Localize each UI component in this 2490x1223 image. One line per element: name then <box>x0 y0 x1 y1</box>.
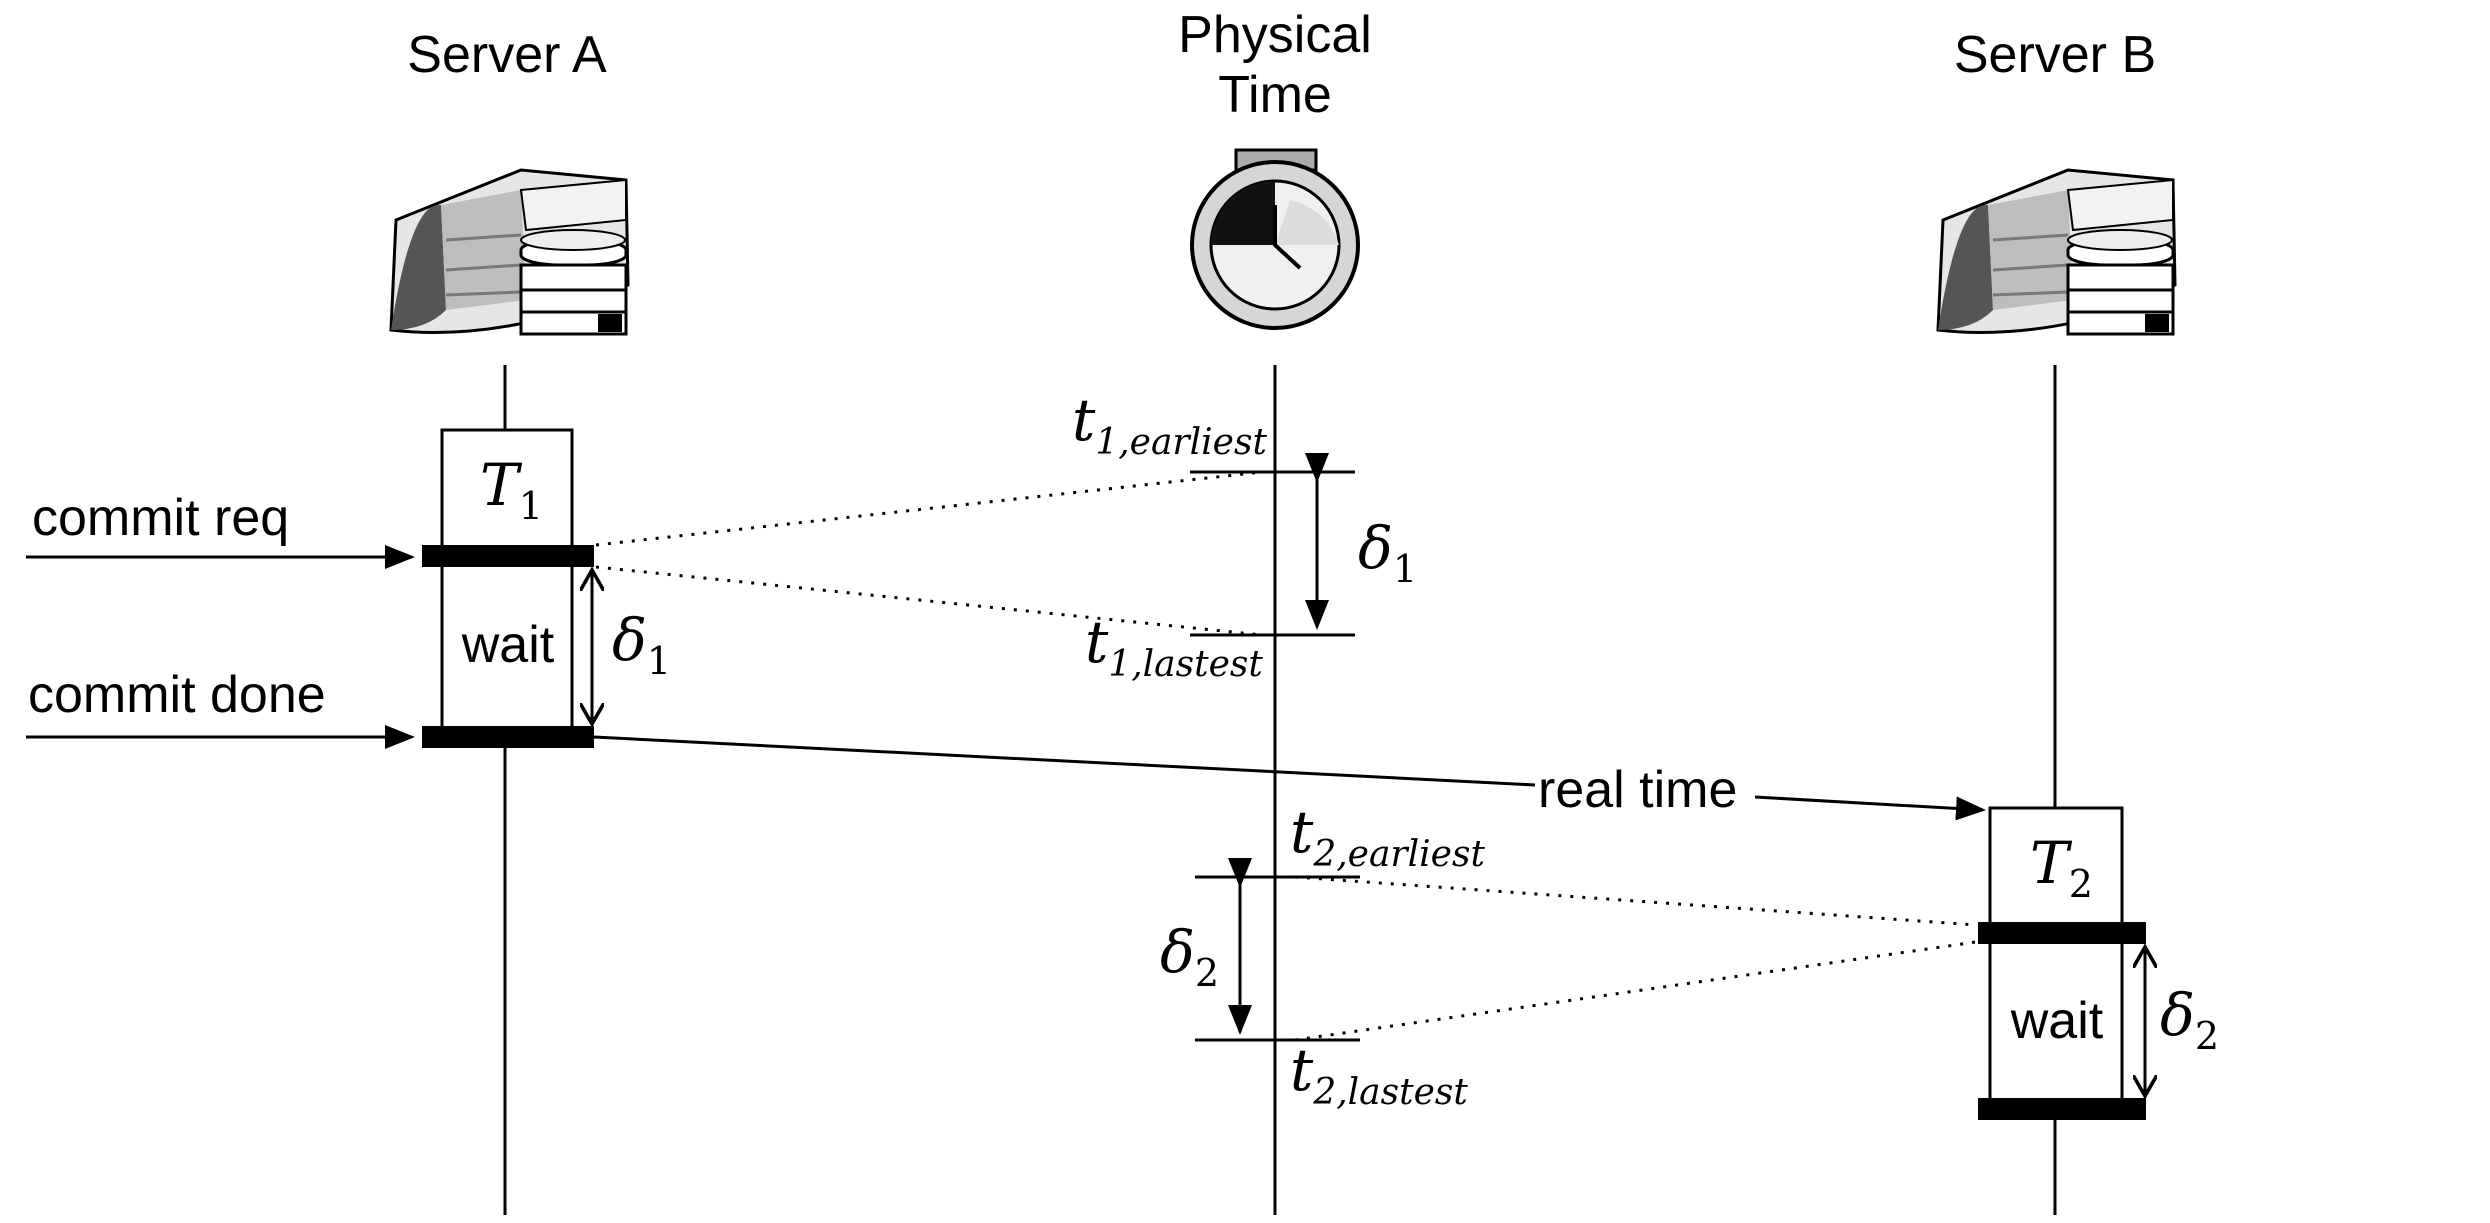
server-a-transaction-box <box>440 428 574 737</box>
commit-req-label: commit req <box>32 489 289 547</box>
t2-latest-dotted <box>1294 940 1977 1042</box>
database-server-icon <box>389 168 630 336</box>
t1-earliest-label: t1,earliest <box>1072 386 1267 463</box>
real-time-arrow-seg2 <box>1754 795 1986 821</box>
physical-time-label-line1: Physical <box>1178 6 1372 64</box>
commit-done-label: commit done <box>28 666 326 724</box>
server-a-done-bar <box>422 726 594 748</box>
t2-earliest-dotted <box>1294 875 1977 927</box>
t2-earliest-label: t2,earliest <box>1290 798 1485 875</box>
server-b-transaction-box <box>1988 806 2124 1110</box>
server-b-delta-label: δ2 <box>2160 981 2219 1058</box>
t1-latest-dotted <box>595 565 1263 637</box>
t1-earliest-dotted <box>595 470 1263 547</box>
t1-latest-label: t1,lastest <box>1085 608 1263 685</box>
server-b-wait-label: wait <box>2010 992 2104 1050</box>
server-a-commit-bar <box>422 545 594 567</box>
server-a-label: Server A <box>407 26 607 84</box>
real-time-label: real time <box>1538 761 1737 819</box>
server-b-label: Server B <box>1954 26 2156 84</box>
server-b-transaction-label: T2 <box>2030 829 2093 906</box>
server-a-transaction-label: T1 <box>480 451 543 528</box>
server-b-commit-bar <box>1978 922 2146 944</box>
server-b-done-bar <box>1978 1098 2146 1120</box>
database-server-icon <box>1936 168 2177 336</box>
real-time-arrow-seg1 <box>593 735 1536 787</box>
t2-latest-label: t2,lastest <box>1290 1036 1468 1113</box>
t2-delta-label: δ2 <box>1160 918 1219 995</box>
physical-time-label-line2: Time <box>1218 66 1332 124</box>
server-a-delta-label: δ1 <box>612 606 671 683</box>
stopwatch-icon <box>1190 148 1360 330</box>
server-a-wait-label: wait <box>461 616 555 674</box>
t1-delta-label: δ1 <box>1358 514 1417 591</box>
